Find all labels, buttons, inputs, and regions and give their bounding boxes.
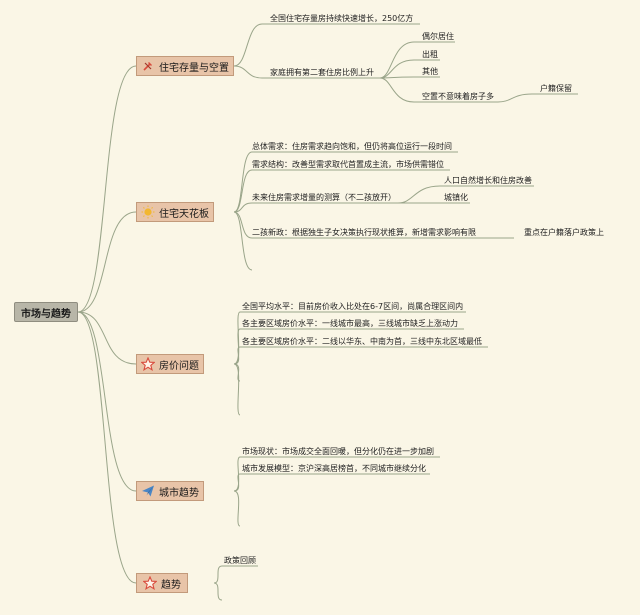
leaf-subtopic[interactable]: 人口自然增长和住房改善 [444, 176, 532, 185]
sun-icon [141, 205, 155, 219]
star-icon [143, 576, 157, 590]
leaf-topic[interactable]: 全国住宅存量房持续快速增长，250亿方 [270, 14, 414, 23]
leaf-topic[interactable]: 家庭拥有第二套住房比例上升 [270, 68, 374, 77]
connector-root-b1 [77, 65, 137, 313]
connector-root-b2 [77, 211, 137, 313]
branch-node-trend[interactable]: 趋势 [136, 573, 188, 593]
branch-node-price-issue[interactable]: 房价问题 [136, 354, 204, 374]
leaf-topic[interactable]: 政策回顾 [224, 556, 256, 565]
branch-node-housing-ceiling[interactable]: 住宅天花板 [136, 202, 214, 222]
leaf-topic[interactable]: 市场现状：市场成交全面回暖，但分化仍在进一步加剧 [242, 447, 434, 456]
root-label: 市场与趋势 [21, 308, 71, 320]
leaf-subsubtopic[interactable]: 重点在户籍落户政策上 [524, 228, 604, 237]
leaf-subtopic[interactable]: 城镇化 [444, 193, 468, 202]
branch-node-city-trend[interactable]: 城市趋势 [136, 481, 204, 501]
tools-icon [143, 62, 152, 71]
leaf-topic[interactable]: 总体需求：住房需求趋向饱和，但仍将高位运行一段时间 [252, 142, 452, 151]
leaf-topic[interactable]: 各主要区域房价水平：一线城市最高，三线城市缺乏上涨动力 [242, 319, 458, 328]
connector-root-b4 [77, 311, 137, 492]
branch-label: 住宅天花板 [159, 208, 209, 220]
leaf-subtopic[interactable]: 偶尔居住 [422, 32, 454, 41]
leaf-topic[interactable]: 未来住房需求增量的测算（不二孩放开） [252, 193, 396, 202]
root-node[interactable]: 市场与趋势 [14, 302, 78, 322]
leaf-subtopic[interactable]: 出租 [422, 50, 438, 59]
leaf-topic[interactable]: 需求结构：改善型需求取代首置成主流，市场供需错位 [252, 160, 444, 169]
leaf-subtopic[interactable]: 空置不意味着房子多 [422, 92, 494, 101]
leaf-topic[interactable]: 各主要区域房价水平：二线以华东、中南为首，三线中东北区域最低 [242, 337, 482, 346]
connector-b1-i1 [233, 23, 263, 67]
branch-label: 趋势 [161, 579, 181, 591]
branch-node-housing-stock[interactable]: 住宅存量与空置 [136, 56, 234, 76]
connector-root-b5 [77, 311, 137, 584]
branch-label: 房价问题 [159, 360, 199, 372]
paper-plane-icon [142, 485, 154, 497]
branch-label: 住宅存量与空置 [159, 62, 229, 74]
star-icon [141, 357, 155, 371]
branch-label: 城市趋势 [159, 487, 199, 499]
leaf-subtopic[interactable]: 其他 [422, 67, 438, 76]
leaf-topic[interactable]: 全国平均水平：目前房价收入比处在6-7区间，尚属合理区间内 [242, 302, 464, 311]
leaf-subsubtopic[interactable]: 户籍保留 [540, 84, 572, 93]
leaf-topic[interactable]: 城市发展模型：京沪深高居榜首，不同城市继续分化 [242, 464, 426, 473]
connector-root-b3 [77, 311, 137, 365]
connector-b1-i2 [233, 65, 263, 79]
leaf-topic[interactable]: 二孩新政：根据独生子女决策执行现状推算，新增需求影响有限 [252, 228, 476, 237]
